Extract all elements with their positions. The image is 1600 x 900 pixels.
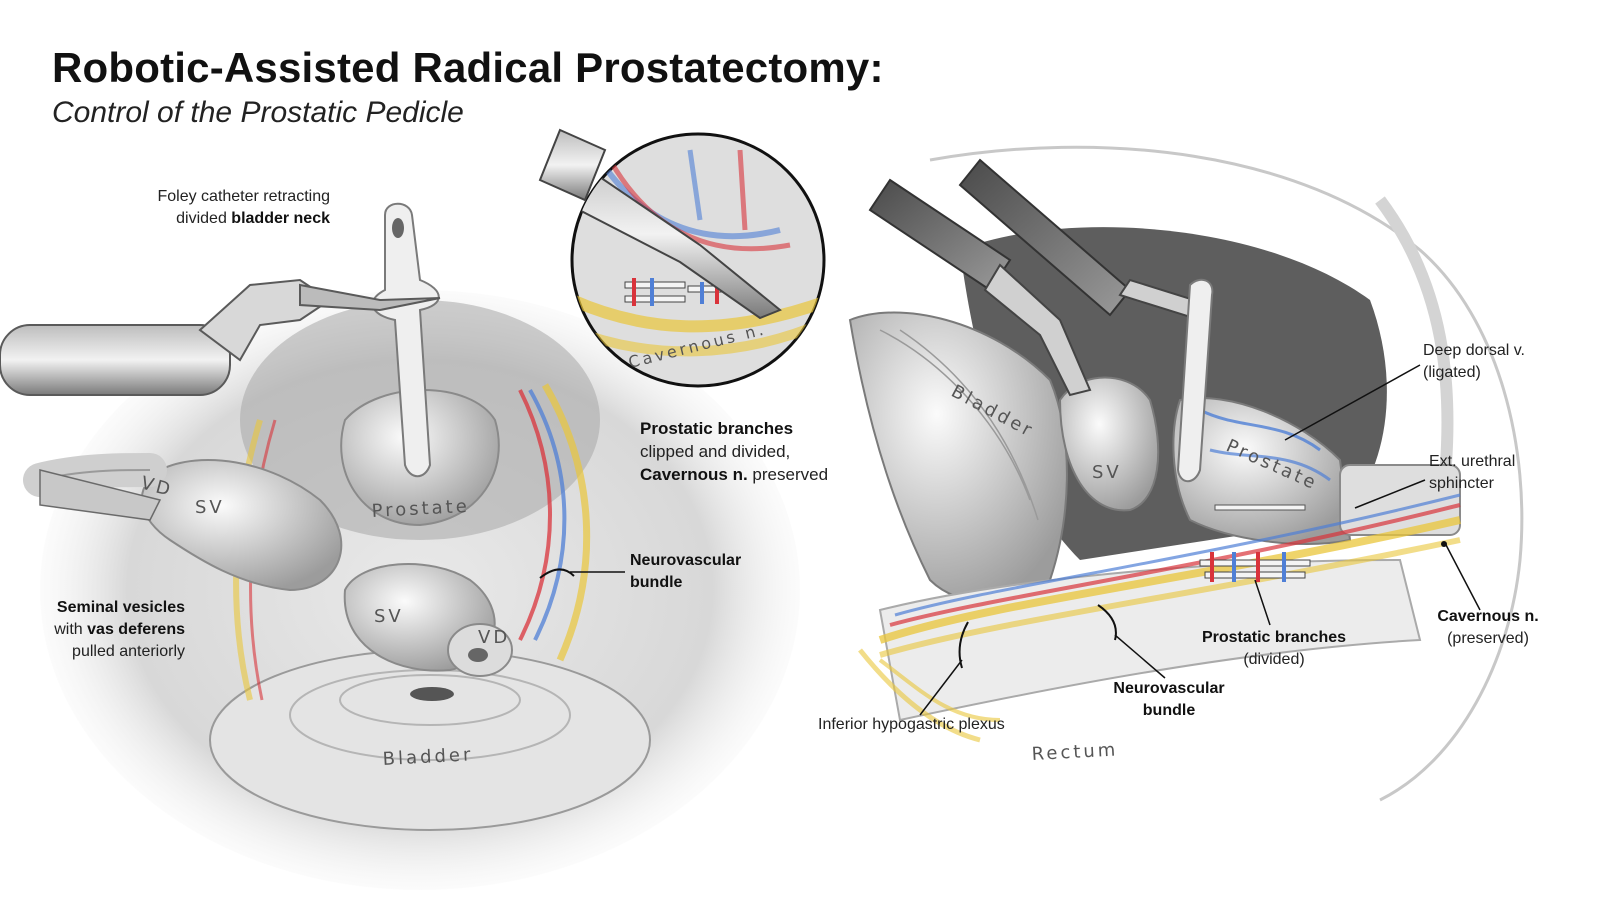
nvb-left-label: Neurovascular bundle xyxy=(630,552,742,591)
inset-circle-art: Cavernous n. xyxy=(538,128,826,388)
inset-caption: Prostatic branches clipped and divided, … xyxy=(640,419,829,484)
bladder-left-shape xyxy=(209,649,651,831)
seminal-vesicles-label: Seminal vesicles with vas deferens pulle… xyxy=(54,599,185,660)
bladder-left-label: Bladder xyxy=(382,744,474,770)
seminal-vesicle-right-shape xyxy=(1058,376,1160,512)
foley-label: Foley catheter retracting divided bladde… xyxy=(157,188,330,227)
title-block: Robotic-Assisted Radical Prostatectomy: … xyxy=(52,44,884,130)
sv-left-bottom-label: SV xyxy=(374,606,404,627)
sv-right-label: SV xyxy=(1092,462,1122,483)
seminal-vesicle-left-shape xyxy=(141,459,343,592)
cavernous-label: Cavernous n. (preserved) xyxy=(1437,608,1539,647)
prostatic-branches-right-label: Prostatic branches (divided) xyxy=(1201,629,1347,668)
left-panel-art: VD SV Prostate SV VD Bladder xyxy=(0,202,800,890)
rectum-label: Rectum xyxy=(1031,739,1119,765)
ext-urethral-label: Ext. urethral sphincter xyxy=(1429,453,1516,492)
inferior-plexus-label: Inferior hypogastric plexus xyxy=(818,716,1005,733)
page-subtitle: Control of the Prostatic Pedicle xyxy=(52,96,464,129)
foley-catheter-shape xyxy=(371,202,440,478)
page-title: Robotic-Assisted Radical Prostatectomy: xyxy=(52,44,884,91)
sv-left-top-label: SV xyxy=(195,497,225,518)
rectum-shape xyxy=(878,558,1422,722)
right-panel-art: Bladder SV Prostate Rectum xyxy=(848,145,1524,802)
robot-arm-right-2 xyxy=(958,158,1132,317)
deep-dorsal-label: Deep dorsal v. (ligated) xyxy=(1423,342,1525,381)
vd-left-bottom-label: VD xyxy=(478,627,510,648)
inset-instrument xyxy=(538,128,607,202)
prostate-left-label: Prostate xyxy=(371,496,470,522)
robot-arm-left xyxy=(0,324,231,396)
nvb-right-label: Neurovascular bundle xyxy=(1113,680,1225,719)
